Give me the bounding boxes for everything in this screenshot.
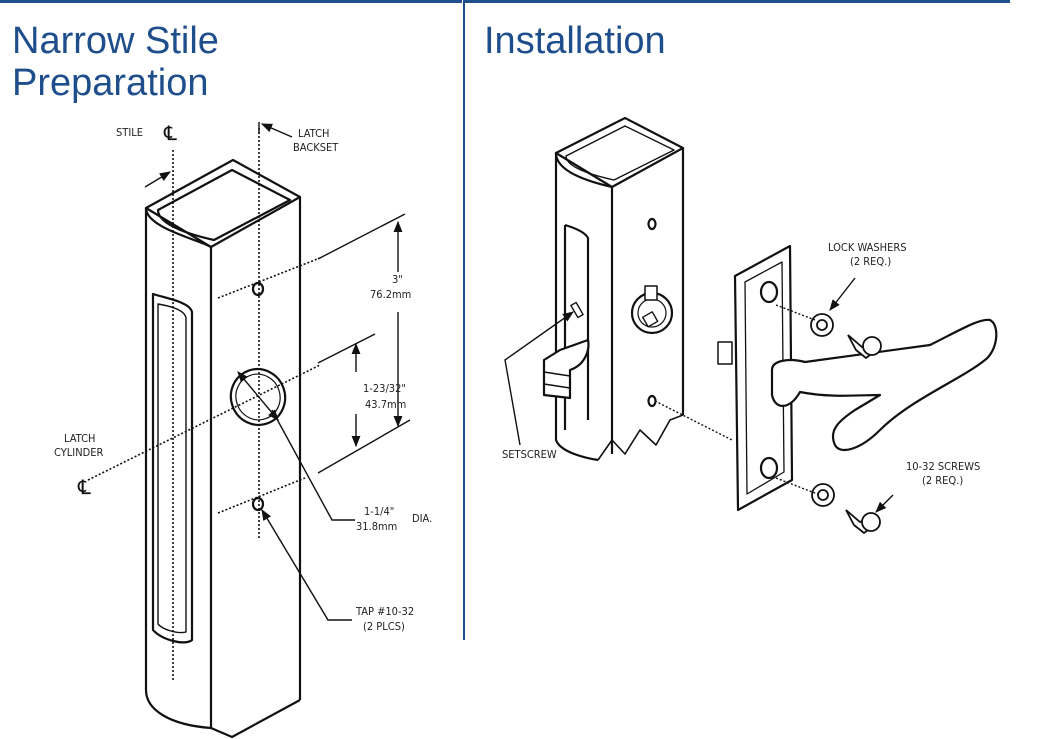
tap-label-1: TAP #10-32 — [355, 605, 414, 618]
preparation-title-line2: Preparation — [12, 62, 209, 104]
dim-76mm: 76.2mm — [370, 288, 411, 301]
latch-cylinder-label-2: CYLINDER — [54, 446, 103, 459]
dim-43mm: 43.7mm — [365, 398, 406, 411]
dia-1-1-4: 1-1/4" — [364, 505, 394, 518]
top-rule-right — [465, 0, 1010, 3]
screws-label-2: (2 REQ.) — [922, 474, 963, 487]
stile-drawing — [144, 158, 302, 739]
installation-title: Installation — [484, 20, 666, 62]
setscrew-label: SETSCREW — [502, 448, 557, 461]
lock-washers-label-1: LOCK WASHERS — [828, 241, 907, 254]
installation-lines — [504, 277, 894, 513]
installed-stile-drawing — [542, 116, 685, 462]
latch-cylinder-label-1: LATCH — [64, 432, 95, 445]
stile-label: STILE — [116, 126, 143, 139]
dim-1-23-32: 1-23/32" — [363, 382, 406, 395]
latch-backset-label-2: BACKSET — [293, 141, 339, 154]
dia-31mm: 31.8mm — [356, 520, 397, 533]
extension-lines — [87, 128, 321, 680]
dim-3in: 3" — [392, 273, 403, 286]
lock-washers-label-2: (2 REQ.) — [850, 255, 891, 268]
panel-divider — [463, 0, 465, 640]
preparation-title: Narrow Stile Preparation — [12, 20, 219, 104]
stile-centerline-symbol: ℄ — [163, 121, 177, 145]
escutcheon-lever-drawing — [717, 244, 998, 512]
dia-suffix: DIA. — [412, 512, 432, 525]
tap-label-2: (2 PLCS) — [363, 620, 405, 633]
screws-label-1: 10-32 SCREWS — [906, 460, 980, 473]
washers-screws — [810, 313, 882, 535]
dimension-lines — [144, 122, 411, 621]
preparation-title-line1: Narrow Stile — [12, 20, 219, 62]
top-rule-left — [0, 0, 462, 3]
latch-backset-label-1: LATCH — [298, 127, 329, 140]
cylinder-centerline-symbol: ℄ — [77, 475, 91, 499]
